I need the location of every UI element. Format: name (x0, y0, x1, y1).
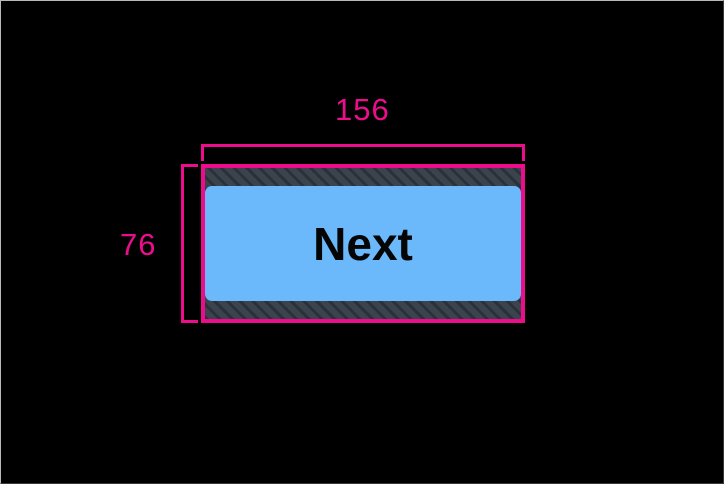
next-button-label: Next (313, 217, 413, 270)
height-dimension-bracket (181, 164, 198, 323)
width-dimension-label: 156 (335, 92, 390, 127)
width-dimension-bracket (201, 144, 525, 161)
component-bounding-box: Next (201, 164, 525, 323)
height-dimension-label: 76 (120, 227, 157, 262)
next-button[interactable]: Next (205, 186, 521, 301)
